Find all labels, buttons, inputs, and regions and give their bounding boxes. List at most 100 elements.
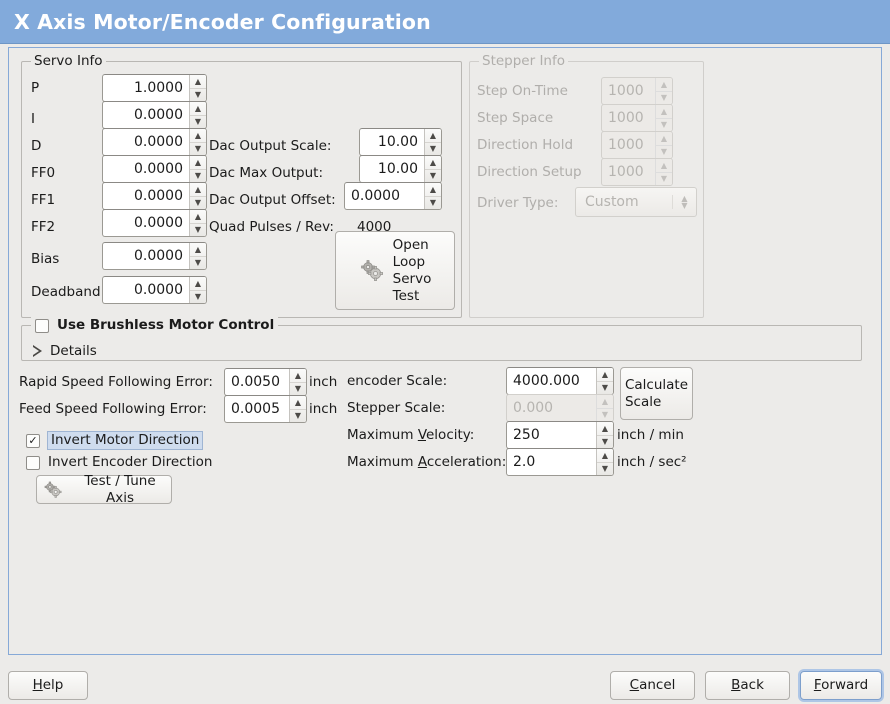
dac-output-offset-label: Dac Output Offset: xyxy=(209,192,336,208)
spinner-buttons: ▲ ▼ xyxy=(655,132,672,158)
spinner-buttons[interactable]: ▲ ▼ xyxy=(424,156,441,182)
spinner-down-icon[interactable]: ▼ xyxy=(425,196,441,209)
spinner-down-icon[interactable]: ▼ xyxy=(190,142,206,155)
spinner-up-icon[interactable]: ▲ xyxy=(194,211,202,221)
spinner-up-icon[interactable]: ▲ xyxy=(194,184,202,194)
spinner-down-icon[interactable]: ▼ xyxy=(597,381,613,394)
stepper-scale-label: Stepper Scale: xyxy=(347,400,446,416)
cancel-button[interactable]: Cancel xyxy=(610,671,695,700)
forward-button[interactable]: Forward xyxy=(800,671,882,700)
spinner-buttons[interactable]: ▲ ▼ xyxy=(189,277,206,303)
servo-input-ff0[interactable]: 0.0000 ▲ ▼ xyxy=(102,155,207,183)
back-button[interactable]: Back xyxy=(705,671,790,700)
spinner-up-icon[interactable]: ▲ xyxy=(294,370,302,380)
invert-motor-direction-checkbox[interactable]: ✓ Invert Motor Direction xyxy=(26,431,204,450)
dac-output-scale-input[interactable]: 10.00 ▲ ▼ xyxy=(359,128,442,156)
spinner-down-icon[interactable]: ▼ xyxy=(190,223,206,236)
rapid-speed-following-error-input[interactable]: 0.0050 ▲ ▼ xyxy=(224,368,307,396)
spinner-buttons[interactable]: ▲ ▼ xyxy=(189,183,206,209)
dialog-footer: Help Cancel Back Forward xyxy=(0,656,890,704)
spinner-buttons: ▲ ▼ xyxy=(655,78,672,104)
invert-encoder-direction-label: Invert Encoder Direction xyxy=(48,454,213,470)
maximum-acceleration-label: Maximum Acceleration: xyxy=(347,454,507,470)
checkbox-box[interactable] xyxy=(35,318,49,333)
spinner-down-icon[interactable]: ▼ xyxy=(190,196,206,209)
spinner-buttons[interactable]: ▲ ▼ xyxy=(189,102,206,128)
spinner-up-icon[interactable]: ▲ xyxy=(194,76,202,86)
spinner-buttons[interactable]: ▲ ▼ xyxy=(189,156,206,182)
spinner-buttons[interactable]: ▲ ▼ xyxy=(189,129,206,155)
servo-input-d[interactable]: 0.0000 ▲ ▼ xyxy=(102,128,207,156)
spinner-buttons: ▲ ▼ xyxy=(655,105,672,131)
spinner-up-icon[interactable]: ▲ xyxy=(194,130,202,140)
dac-max-output-input[interactable]: 10.00 ▲ ▼ xyxy=(359,155,442,183)
servo-input-bias[interactable]: 0.0000 ▲ ▼ xyxy=(102,242,207,270)
open-loop-line-3: Servo xyxy=(392,270,432,287)
spinner-down-icon[interactable]: ▼ xyxy=(290,409,306,422)
spinner-buttons[interactable]: ▲ ▼ xyxy=(424,183,441,209)
spinner-up-icon[interactable]: ▲ xyxy=(601,369,609,379)
spinner-down-icon[interactable]: ▼ xyxy=(290,382,306,395)
servo-input-p[interactable]: 1.0000 ▲ ▼ xyxy=(102,74,207,102)
spinner-down-icon[interactable]: ▼ xyxy=(190,88,206,101)
open-loop-line-1: Open xyxy=(392,236,429,253)
test-tune-axis-button[interactable]: Test / Tune Axis xyxy=(36,473,172,506)
spinner-buttons[interactable]: ▲ ▼ xyxy=(424,129,441,155)
spinner-up-icon[interactable]: ▲ xyxy=(194,244,202,254)
chevron-right-icon[interactable] xyxy=(31,345,43,357)
spinner-down-icon: ▼ xyxy=(597,408,613,421)
spinner-up-icon[interactable]: ▲ xyxy=(601,423,609,433)
spinner-up-icon[interactable]: ▲ xyxy=(601,450,609,460)
spinner-up-icon[interactable]: ▲ xyxy=(194,103,202,113)
servo-label-i: I xyxy=(31,111,35,127)
gears-icon xyxy=(359,258,385,284)
checkbox-box[interactable]: ✓ xyxy=(26,433,40,448)
spinner-down-icon[interactable]: ▼ xyxy=(597,462,613,475)
invert-encoder-direction-checkbox[interactable]: Invert Encoder Direction xyxy=(26,454,212,471)
window-title: X Axis Motor/Encoder Configuration xyxy=(14,9,431,34)
help-button[interactable]: Help xyxy=(8,671,88,700)
spinner-down-icon[interactable]: ▼ xyxy=(425,169,441,182)
spinner-up-icon[interactable]: ▲ xyxy=(194,278,202,288)
spinner-buttons[interactable]: ▲ ▼ xyxy=(289,396,306,422)
spinner-down-icon[interactable]: ▼ xyxy=(597,435,613,448)
spinner-down-icon[interactable]: ▼ xyxy=(190,169,206,182)
spinner-down-icon[interactable]: ▼ xyxy=(190,115,206,128)
spinner-buttons[interactable]: ▲ ▼ xyxy=(189,210,206,236)
spinner-down-icon[interactable]: ▼ xyxy=(190,290,206,303)
spinner-up-icon[interactable]: ▲ xyxy=(194,157,202,167)
step-on-time-input: 1000 ▲ ▼ xyxy=(601,77,673,105)
use-brushless-motor-control-checkbox[interactable]: Use Brushless Motor Control xyxy=(31,317,279,334)
spinner-buttons[interactable]: ▲ ▼ xyxy=(289,369,306,395)
spinner-down-icon[interactable]: ▼ xyxy=(425,142,441,155)
servo-input-ff1[interactable]: 0.0000 ▲ ▼ xyxy=(102,182,207,210)
spinner-up-icon[interactable]: ▲ xyxy=(429,130,437,140)
servo-input-i[interactable]: 0.0000 ▲ ▼ xyxy=(102,101,207,129)
dac-output-scale-label: Dac Output Scale: xyxy=(209,138,332,154)
spinner-buttons[interactable]: ▲ ▼ xyxy=(596,368,613,394)
maximum-velocity-input[interactable]: 250 ▲ ▼ xyxy=(506,421,614,449)
spinner-up-icon[interactable]: ▲ xyxy=(429,157,437,167)
dac-output-offset-input[interactable]: 0.0000 ▲ ▼ xyxy=(344,182,442,210)
open-loop-servo-test-button[interactable]: Open Loop Servo Test xyxy=(335,231,455,310)
servo-label-ff0: FF0 xyxy=(31,165,56,181)
spinner-buttons[interactable]: ▲ ▼ xyxy=(596,422,613,448)
spinner-buttons[interactable]: ▲ ▼ xyxy=(189,243,206,269)
encoder-scale-input[interactable]: 4000.000 ▲ ▼ xyxy=(506,367,614,395)
maximum-acceleration-input[interactable]: 2.0 ▲ ▼ xyxy=(506,448,614,476)
brushless-group xyxy=(21,325,862,361)
checkbox-box[interactable] xyxy=(26,455,40,470)
spinner-buttons[interactable]: ▲ ▼ xyxy=(596,449,613,475)
servo-input-ff2[interactable]: 0.0000 ▲ ▼ xyxy=(102,209,207,237)
details-expander[interactable]: Details xyxy=(31,343,97,359)
spinner-buttons[interactable]: ▲ ▼ xyxy=(189,75,206,101)
spinner-up-icon[interactable]: ▲ xyxy=(429,184,437,194)
spinner-down-icon[interactable]: ▼ xyxy=(190,256,206,269)
servo-input-deadband[interactable]: 0.0000 ▲ ▼ xyxy=(102,276,207,304)
calculate-scale-line-1: Calculate xyxy=(624,376,689,393)
spinner-up-icon[interactable]: ▲ xyxy=(294,397,302,407)
calculate-scale-button[interactable]: Calculate Scale xyxy=(620,367,693,420)
feed-speed-following-error-input[interactable]: 0.0005 ▲ ▼ xyxy=(224,395,307,423)
spinner-up-icon: ▲ xyxy=(660,106,668,116)
step-space-input: 1000 ▲ ▼ xyxy=(601,104,673,132)
